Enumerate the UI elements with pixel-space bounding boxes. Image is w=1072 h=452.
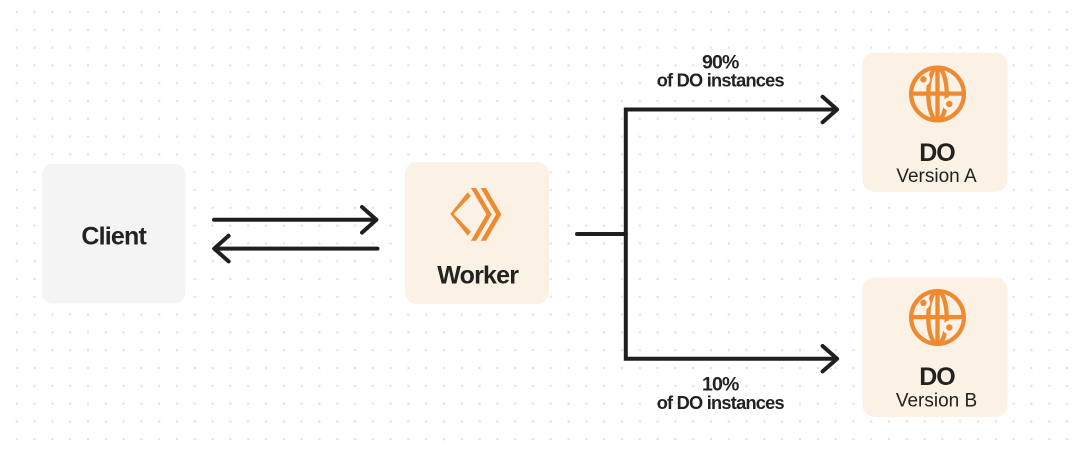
svg-text:Version B: Version B xyxy=(896,391,977,412)
svg-text:of DO instances: of DO instances xyxy=(657,71,785,91)
svg-text:Worker: Worker xyxy=(437,262,519,290)
svg-text:10%: 10% xyxy=(702,373,739,395)
svg-text:90%: 90% xyxy=(702,52,739,74)
svg-text:Version A: Version A xyxy=(896,166,977,187)
svg-text:DO: DO xyxy=(919,139,955,167)
svg-text:DO: DO xyxy=(919,363,955,391)
svg-text:Client: Client xyxy=(81,223,147,251)
svg-text:of DO instances: of DO instances xyxy=(657,393,785,413)
